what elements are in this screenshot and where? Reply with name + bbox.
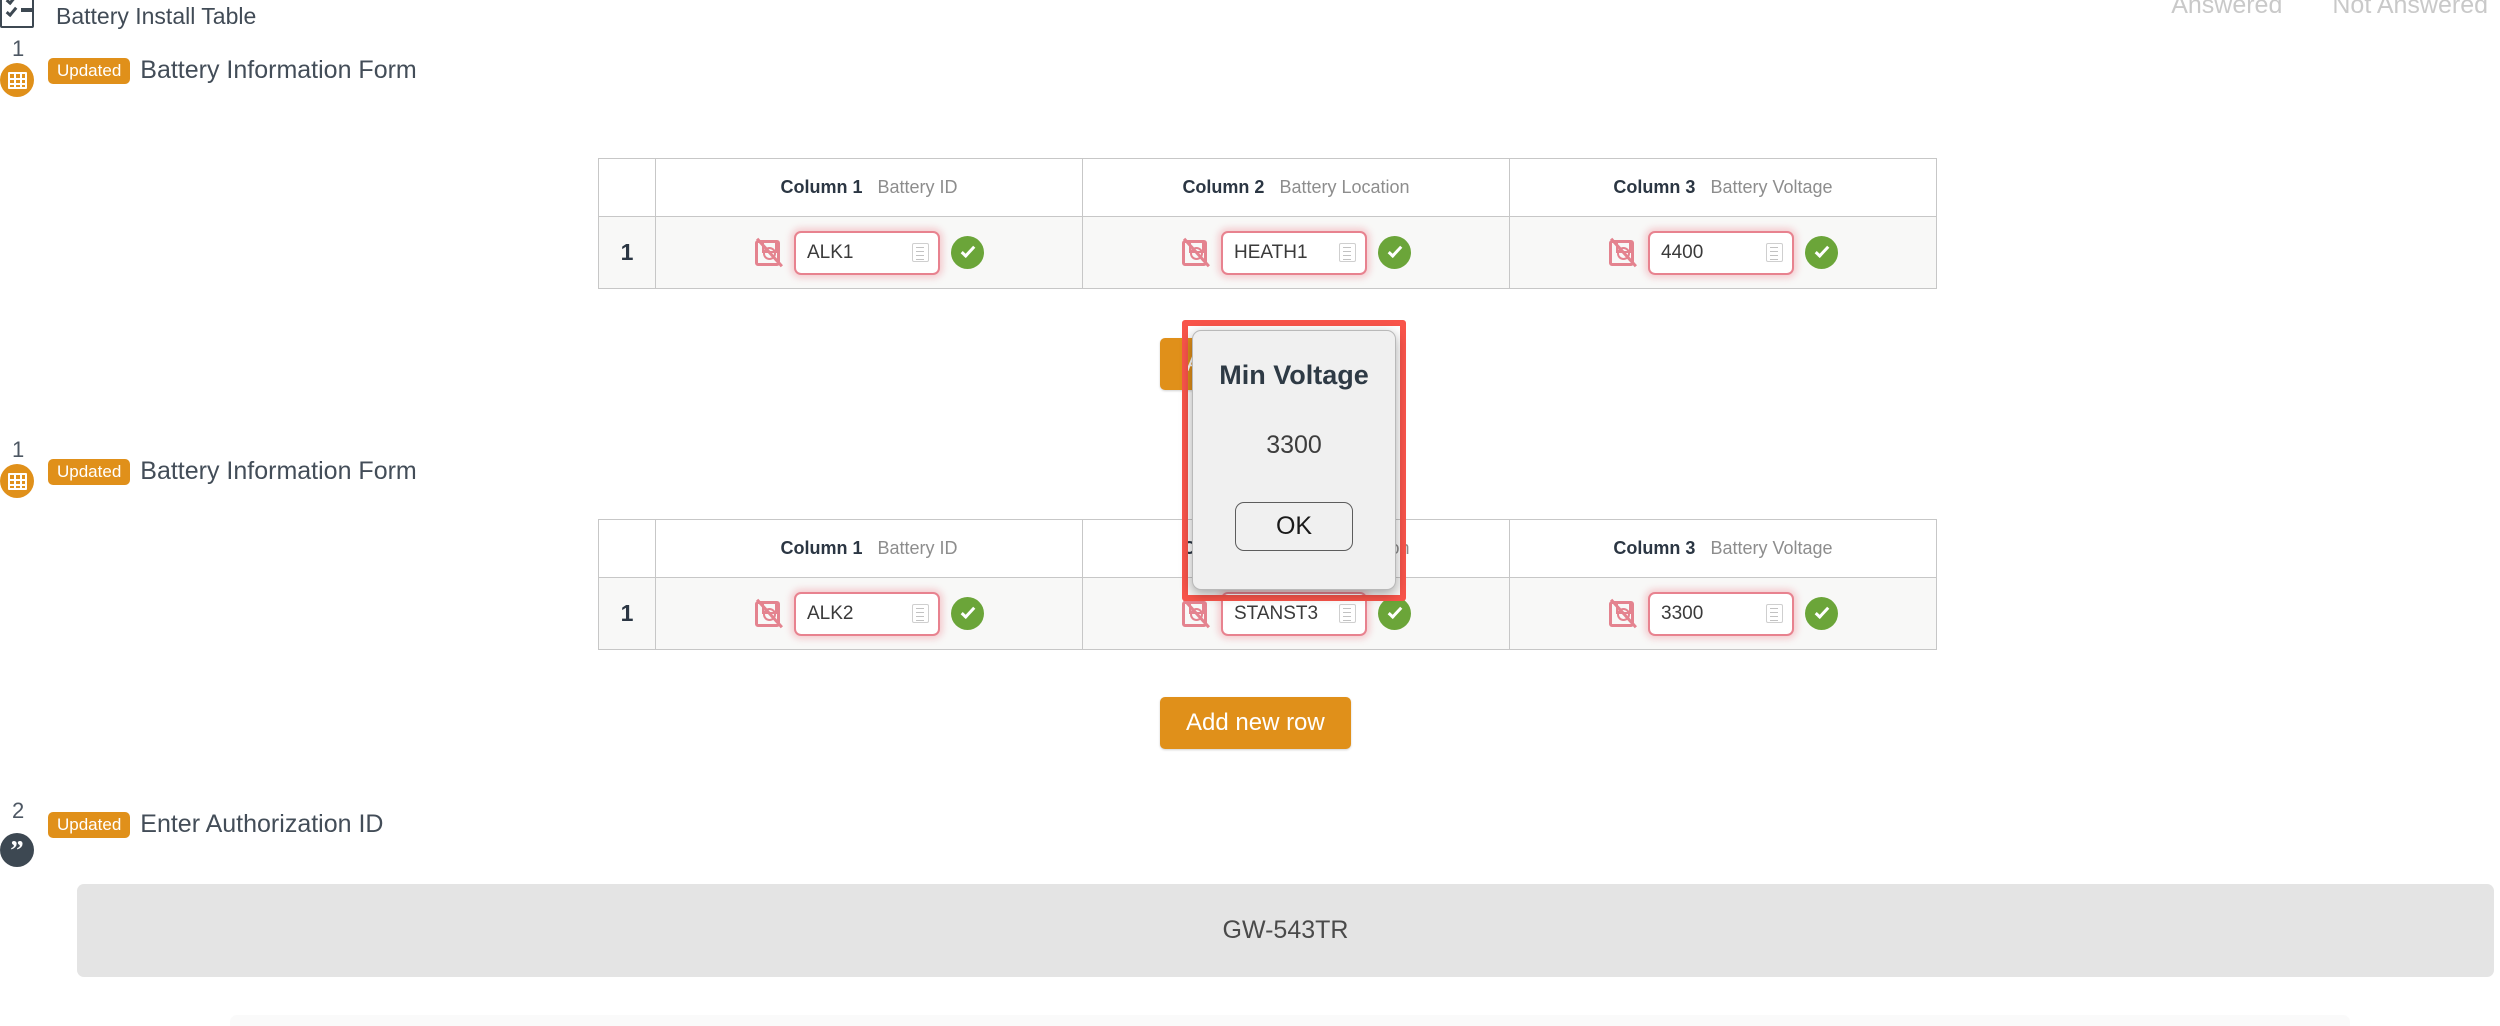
table-row: 1 ALK1 HEATH1 xyxy=(598,216,1937,289)
column-key: Column 1 xyxy=(780,538,863,558)
question-heading: Updated Enter Authorization ID xyxy=(48,810,383,839)
column-label: Battery Voltage xyxy=(1710,538,1833,558)
column-label: Battery ID xyxy=(877,177,958,197)
valid-check-icon xyxy=(1378,597,1411,630)
quote-icon: ” xyxy=(0,833,34,867)
grid-table-icon xyxy=(0,464,34,498)
unsaved-icon xyxy=(1608,598,1637,629)
table-header-row: Column 1 Battery ID Column 2 Battery Loc… xyxy=(598,158,1937,217)
question-heading: Updated Battery Information Form xyxy=(48,56,417,85)
table-cell-battery-location: HEATH1 xyxy=(1082,216,1510,289)
tab-answered[interactable]: Answered xyxy=(2171,0,2283,19)
battery-table-1: Column 1 Battery ID Column 2 Battery Loc… xyxy=(598,158,1937,289)
page-title: Battery Install Table xyxy=(56,3,257,29)
table-cell-battery-id: ALK2 xyxy=(655,577,1083,650)
valid-check-icon xyxy=(951,597,984,630)
unsaved-icon xyxy=(1608,237,1637,268)
cell-value: 4400 xyxy=(1661,241,1704,263)
tab-not-answered[interactable]: Not Answered xyxy=(2332,0,2488,19)
cell-input-battery-id[interactable]: ALK1 xyxy=(794,230,940,275)
min-voltage-dialog: Min Voltage 3300 OK xyxy=(1192,330,1396,590)
list-picker-icon[interactable] xyxy=(1766,243,1783,262)
authorization-id-value: GW-543TR xyxy=(1222,916,1349,944)
checklist-icon xyxy=(0,0,34,28)
dialog-ok-button[interactable]: OK xyxy=(1234,502,1354,551)
cell-value: STANST3 xyxy=(1234,602,1319,624)
add-new-row-button-2[interactable]: Add new row xyxy=(1160,697,1351,749)
column-key: Column 3 xyxy=(1613,538,1696,558)
column-key: Column 2 xyxy=(1182,177,1265,197)
valid-check-icon xyxy=(1805,236,1838,269)
column-header-1: Column 1 Battery ID xyxy=(655,519,1083,578)
column-header-1: Column 1 Battery ID xyxy=(655,158,1083,217)
answer-filter-tabs: Answered Not Answered xyxy=(2171,0,2488,20)
list-picker-icon[interactable] xyxy=(912,604,929,623)
status-badge: Updated xyxy=(48,57,131,84)
battery-table-2: Column 1 Battery ID Column 2 Battery Loc… xyxy=(598,519,1937,650)
table-cell-battery-id: ALK1 xyxy=(655,216,1083,289)
list-picker-icon[interactable] xyxy=(1339,604,1356,623)
grid-table-icon xyxy=(0,63,34,97)
question-number: 1 xyxy=(12,437,25,462)
question-title: Battery Information Form xyxy=(140,56,417,84)
table-cell-battery-voltage: 4400 xyxy=(1509,216,1937,289)
column-header-3: Column 3 Battery Voltage xyxy=(1509,519,1937,578)
question-number: 1 xyxy=(12,36,25,61)
row-number-cell: 1 xyxy=(598,216,656,289)
valid-check-icon xyxy=(951,236,984,269)
question-number: 2 xyxy=(12,798,25,823)
next-answer-field-partial xyxy=(230,1015,2350,1026)
question-heading: Updated Battery Information Form xyxy=(48,457,417,486)
table-cell-battery-voltage: 3300 xyxy=(1509,577,1937,650)
column-label: Battery Location xyxy=(1279,177,1410,197)
cell-input-battery-location[interactable]: HEATH1 xyxy=(1221,230,1367,275)
status-badge: Updated xyxy=(48,811,131,838)
column-header-2: Column 2 Battery Location xyxy=(1082,158,1510,217)
list-picker-icon[interactable] xyxy=(912,243,929,262)
valid-check-icon xyxy=(1378,236,1411,269)
dialog-message: 3300 xyxy=(1266,431,1322,459)
column-label: Battery ID xyxy=(877,538,958,558)
row-number-header xyxy=(598,158,656,217)
row-number-header xyxy=(598,519,656,578)
column-key: Column 1 xyxy=(780,177,863,197)
column-label: Battery Voltage xyxy=(1710,177,1833,197)
unsaved-icon xyxy=(754,598,783,629)
cell-value: HEATH1 xyxy=(1234,241,1308,263)
column-header-3: Column 3 Battery Voltage xyxy=(1509,158,1937,217)
cell-input-battery-id[interactable]: ALK2 xyxy=(794,591,940,636)
cell-input-battery-voltage[interactable]: 3300 xyxy=(1648,591,1794,636)
unsaved-icon xyxy=(1181,598,1210,629)
cell-value: ALK2 xyxy=(807,602,854,624)
dialog-highlight-box xyxy=(1182,320,1406,601)
list-picker-icon[interactable] xyxy=(1339,243,1356,262)
cell-input-battery-voltage[interactable]: 4400 xyxy=(1648,230,1794,275)
unsaved-icon xyxy=(1181,237,1210,268)
status-badge: Updated xyxy=(48,458,131,485)
row-number-cell: 1 xyxy=(598,577,656,650)
list-picker-icon[interactable] xyxy=(1766,604,1783,623)
cell-value: ALK1 xyxy=(807,241,854,263)
cell-value: 3300 xyxy=(1661,602,1704,624)
column-key: Column 3 xyxy=(1613,177,1696,197)
valid-check-icon xyxy=(1805,597,1838,630)
question-title: Enter Authorization ID xyxy=(140,810,384,838)
dialog-title: Min Voltage xyxy=(1219,360,1369,390)
unsaved-icon xyxy=(754,237,783,268)
authorization-id-input[interactable]: GW-543TR xyxy=(77,884,2494,977)
question-title: Battery Information Form xyxy=(140,457,417,485)
table-row: 1 ALK2 STANST3 xyxy=(598,577,1937,650)
